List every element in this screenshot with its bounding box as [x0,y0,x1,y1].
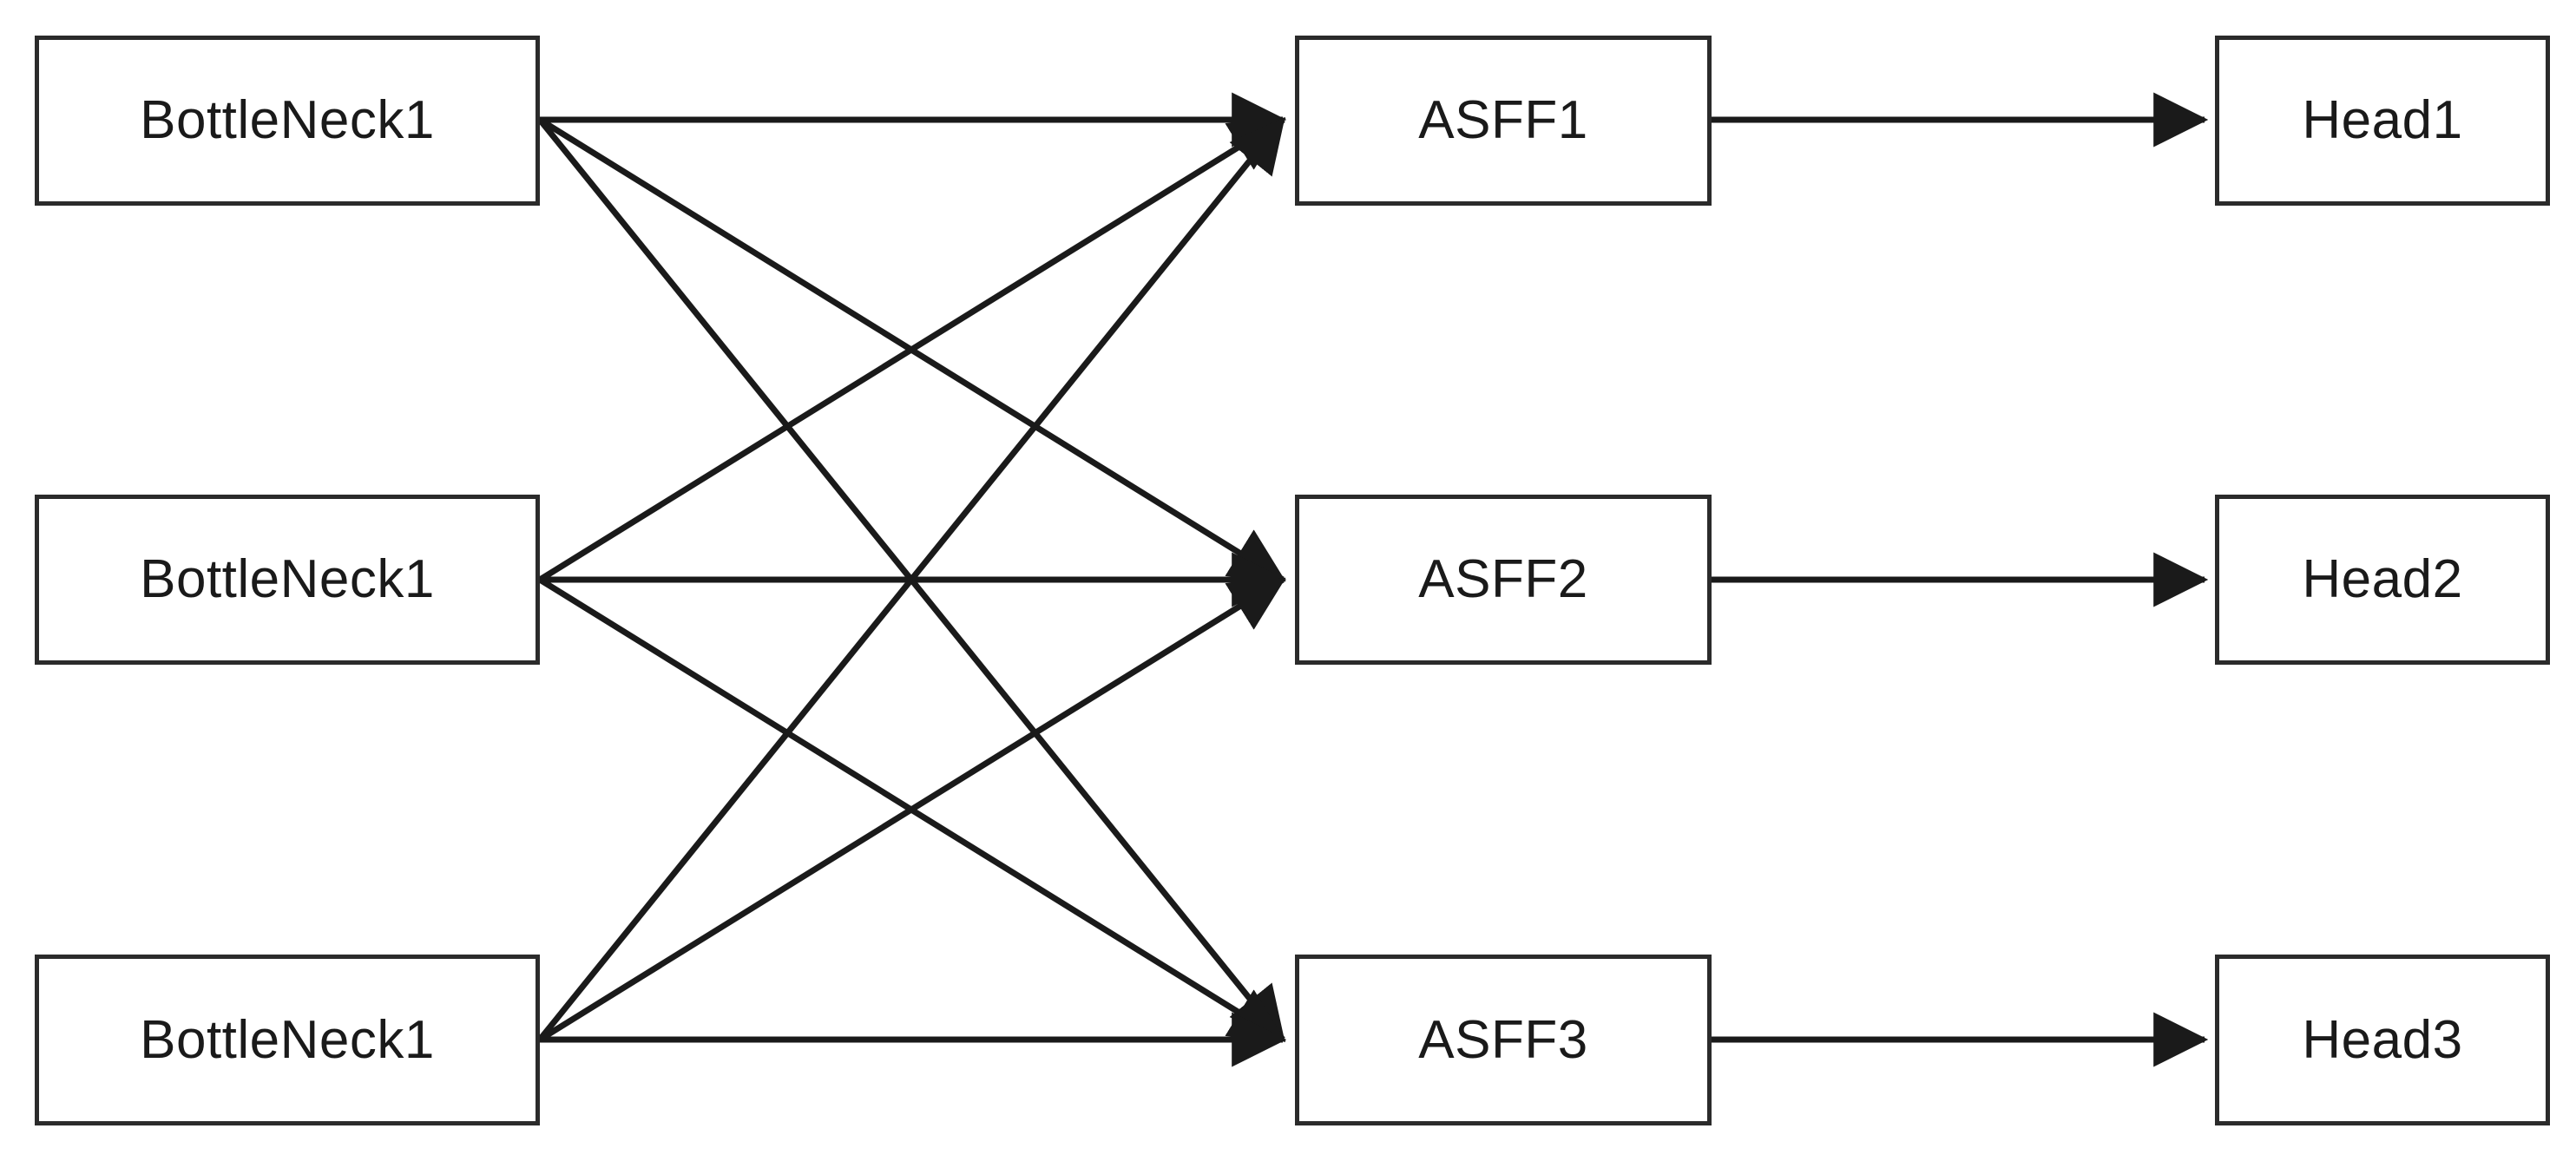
node-label: ASFF1 [1418,90,1588,150]
node-head-3[interactable]: Head3 [2215,955,2550,1125]
node-label: Head2 [2302,549,2463,609]
node-asff-1[interactable]: ASFF1 [1295,36,1712,206]
node-asff-2[interactable]: ASFF2 [1295,495,1712,665]
node-asff-3[interactable]: ASFF3 [1295,955,1712,1125]
node-bottleneck-2[interactable]: BottleNeck1 [35,495,540,665]
node-label: BottleNeck1 [140,549,435,609]
node-label: ASFF3 [1418,1009,1588,1070]
edge-bottleneck3-asff1 [537,116,1285,1042]
node-label: Head1 [2302,90,2463,150]
node-label: ASFF2 [1418,549,1588,609]
node-label: Head3 [2302,1009,2463,1070]
edge-bottleneck3-asff2 [538,577,1286,1042]
node-label: BottleNeck1 [140,1009,435,1070]
node-bottleneck-3[interactable]: BottleNeck1 [35,955,540,1125]
node-bottleneck-1[interactable]: BottleNeck1 [35,36,540,206]
node-head-2[interactable]: Head2 [2215,495,2550,665]
node-head-1[interactable]: Head1 [2215,36,2550,206]
node-label: BottleNeck1 [140,90,435,150]
edge-bottleneck2-asff1 [538,117,1286,582]
